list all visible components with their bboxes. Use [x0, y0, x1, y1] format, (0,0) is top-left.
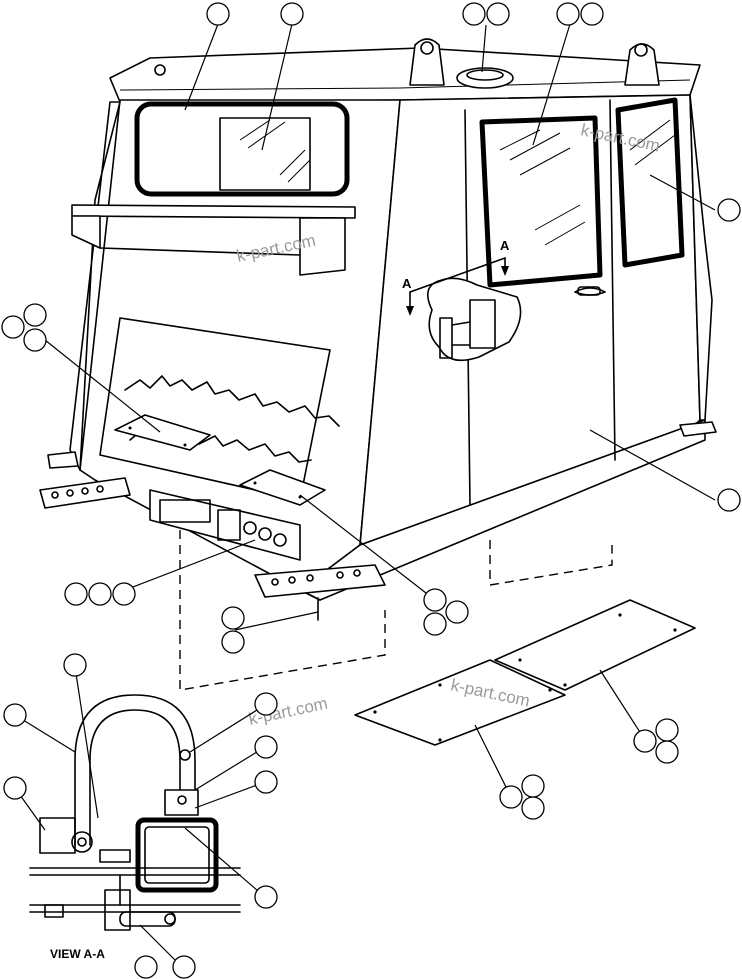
section-marker-left: A	[402, 276, 412, 291]
front-window	[134, 101, 350, 197]
sun-visor	[71, 204, 356, 276]
door-window	[479, 115, 603, 288]
floor-plates	[354, 599, 696, 746]
section-marker-right: A	[500, 238, 510, 253]
lifting-eyes	[154, 38, 660, 89]
projection-lines	[179, 530, 613, 691]
view-a-a-detail	[29, 694, 241, 931]
electrical-box	[149, 489, 301, 561]
front-lower-opening	[99, 317, 340, 506]
view-caption: VIEW A-A	[50, 947, 105, 961]
side-rear-window	[615, 97, 685, 268]
mounting-feet	[39, 421, 717, 621]
